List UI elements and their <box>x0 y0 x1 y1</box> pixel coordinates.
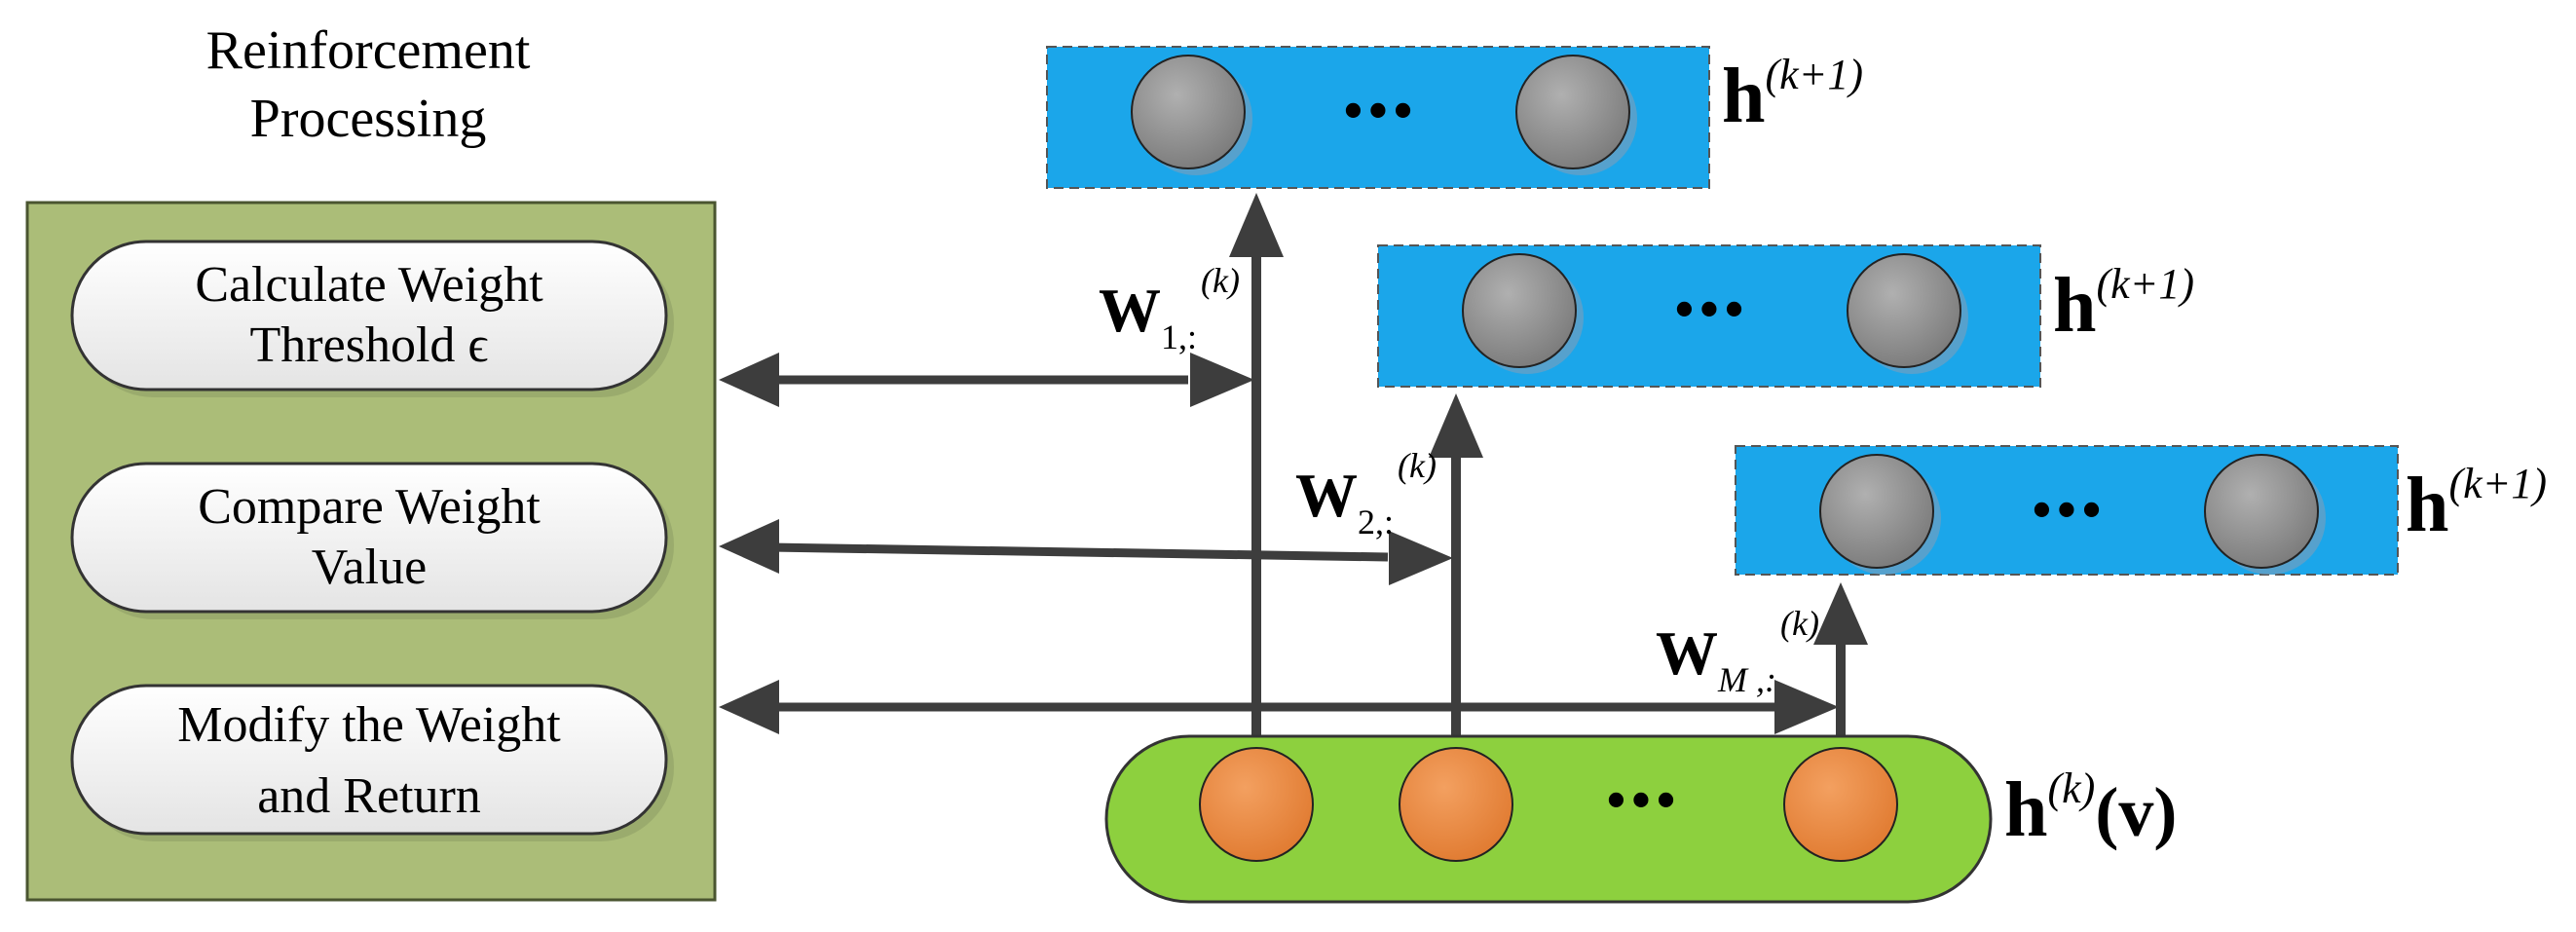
step-pill <box>70 240 668 391</box>
hidden-layer-label: h(k+1) <box>2053 260 2194 349</box>
hidden-node <box>1819 454 1934 569</box>
hidden-layer-label: h(k+1) <box>2406 460 2547 548</box>
arrow-head <box>719 680 779 734</box>
step-pill <box>70 462 668 614</box>
step-pill <box>70 684 668 836</box>
panel-title-line2: Processing <box>250 89 487 149</box>
arrow-head <box>719 353 779 407</box>
arrow-head <box>719 519 779 574</box>
hidden-node <box>1515 55 1630 169</box>
step-label-line2: and Return <box>257 768 481 824</box>
hidden-layer-3: ••• h(k+1) <box>1735 445 2547 576</box>
step-modify-weight-and-return: Modify the Weight and Return <box>70 684 674 841</box>
input-layer: ••• h(k)(v) <box>1104 734 2177 904</box>
hidden-layer-ellipsis: ••• <box>1344 81 1419 141</box>
weight-label-2: W2,:(k) <box>1295 446 1437 541</box>
input-layer-label: h(k)(v) <box>2004 764 2177 853</box>
link-arrow-modify <box>719 680 1839 734</box>
link-arrow-threshold <box>719 353 1254 407</box>
link-arrow-compare <box>719 519 1453 585</box>
arrow-head <box>1190 353 1254 407</box>
arrow-head <box>1389 531 1453 585</box>
weight-label-m: WM ,:(k) <box>1656 604 1819 699</box>
step-label-line1: Compare Weight <box>198 479 541 535</box>
panel-title-line1: Reinforcement <box>206 20 531 81</box>
visible-node <box>1399 747 1513 862</box>
step-compare-weight-value: Compare Weight Value <box>70 462 674 619</box>
step-label-line1: Modify the Weight <box>177 697 561 753</box>
step-calculate-weight-threshold: Calculate Weight Threshold ϵ <box>70 240 674 397</box>
reinforcement-processing-panel: Reinforcement Processing Calculate Weigh… <box>25 20 717 902</box>
arrow-head <box>1229 193 1284 257</box>
hidden-node <box>1131 55 1246 169</box>
weight-label-1: W1,:(k) <box>1099 261 1240 356</box>
weight-arrow-m <box>1813 582 1868 738</box>
weight-arrow-2 <box>1429 393 1483 738</box>
step-label-line1: Calculate Weight <box>195 257 543 313</box>
hidden-layer-label: h(k+1) <box>1722 51 1863 139</box>
input-layer-ellipsis: ••• <box>1607 770 1682 831</box>
hidden-node <box>2204 454 2319 569</box>
hidden-layer-ellipsis: ••• <box>1675 280 1750 340</box>
visible-node <box>1783 747 1898 862</box>
hidden-layer-1: ••• h(k+1) <box>1046 46 1863 189</box>
hidden-node <box>1847 253 1961 368</box>
input-layer-pill <box>1104 734 1993 904</box>
visible-node <box>1199 747 1314 862</box>
step-label-line2: Value <box>312 540 427 595</box>
hidden-layer-ellipsis: ••• <box>2033 480 2108 541</box>
hidden-layer-2: ••• h(k+1) <box>1377 244 2194 388</box>
weight-arrow-1 <box>1229 193 1284 738</box>
arrow-head <box>1774 680 1839 734</box>
arrow-head <box>1429 393 1483 458</box>
arrow-head <box>1813 582 1868 645</box>
hidden-node <box>1462 253 1577 368</box>
step-label-line2: Threshold ϵ <box>250 317 489 373</box>
